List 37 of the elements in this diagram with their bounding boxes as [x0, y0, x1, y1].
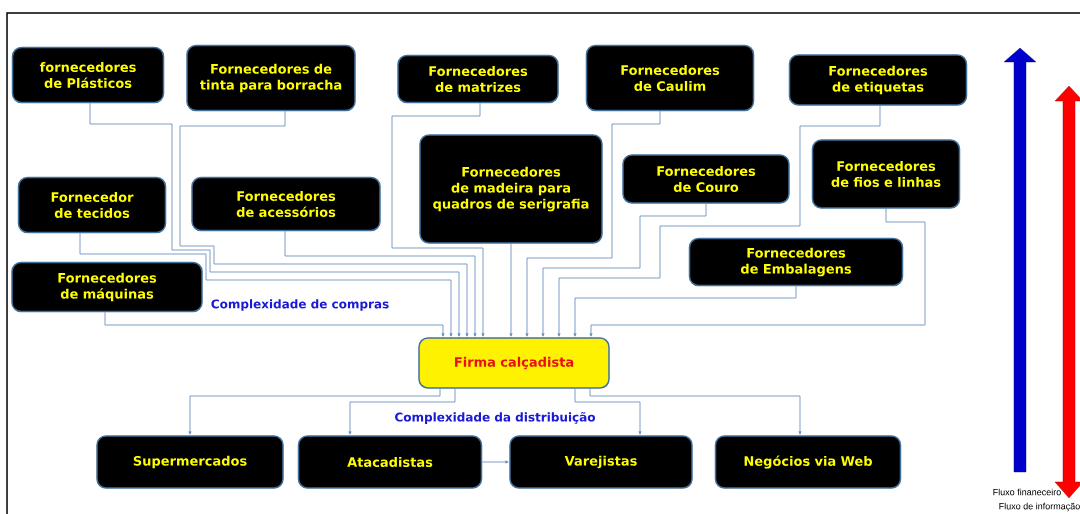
arrow — [179, 110, 469, 337]
arrow — [481, 460, 509, 464]
supplier-box: Fornecedor de tecidos — [17, 176, 167, 234]
arrow — [589, 208, 926, 337]
arrow — [574, 388, 642, 435]
arrow — [284, 230, 477, 337]
section-label: Complexidade da distribuição — [395, 412, 596, 424]
supplier-box: Fornecedores de madeira para quadros de serigrafia — [419, 134, 603, 244]
arrow — [391, 102, 485, 337]
flow-label: Fluxo de informação — [999, 502, 1080, 512]
arrow — [79, 232, 453, 337]
arrow — [573, 285, 797, 337]
channel-box: Negócios via Web — [714, 435, 902, 489]
supplier-box: Fornecedores de máquinas — [11, 261, 203, 313]
arrow — [525, 110, 661, 337]
arrow — [188, 388, 441, 435]
supplier-box: Fornecedores de Couro — [622, 154, 790, 204]
supplier-box: Fornecedores de etiquetas — [788, 54, 968, 106]
arrow — [541, 203, 707, 337]
supplier-box: Fornecedores de tinta para borracha — [186, 44, 356, 112]
channel-box: Varejistas — [509, 435, 693, 489]
flow-label: Fluxo finaneceiro — [993, 488, 1061, 496]
supplier-box: Fornecedores de matrizes — [397, 54, 559, 104]
channel-box: Atacadistas — [297, 435, 483, 489]
supplier-box: Fornecedores de Embalagens — [688, 237, 904, 287]
arrow — [509, 243, 513, 337]
firm-box: Firma calçadista — [418, 337, 610, 389]
arrow — [104, 311, 445, 337]
arrow — [589, 388, 802, 435]
supplier-box: Fornecedores de acessórios — [191, 176, 381, 232]
arrow — [557, 105, 881, 337]
supplier-box: Fornecedores de Caulim — [585, 44, 755, 112]
channel-box: Supermercados — [96, 435, 284, 489]
arrow — [89, 102, 461, 337]
supplier-box: fornecedores de Plásticos — [11, 46, 165, 104]
arrow — [348, 388, 456, 435]
supplier-box: Fornecedores de fios e linhas — [811, 139, 961, 209]
